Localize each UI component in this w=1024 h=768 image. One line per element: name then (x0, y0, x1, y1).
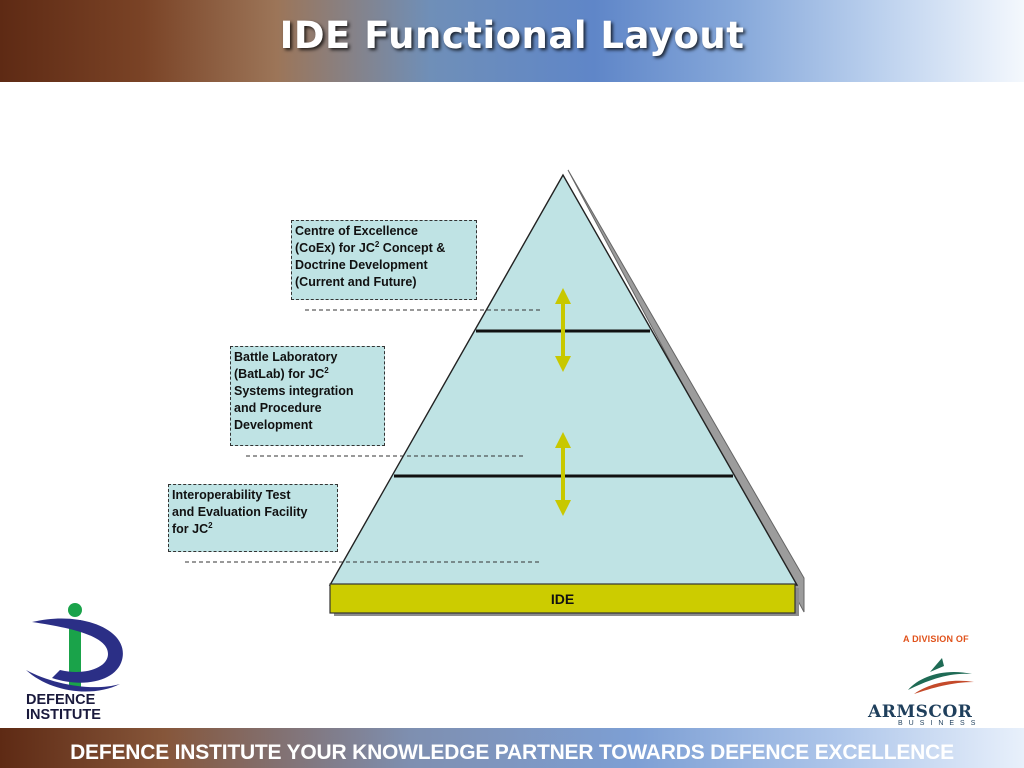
title-banner: IDE Functional Layout (0, 0, 1024, 82)
coex-line-1: Centre of Excellence (295, 224, 418, 238)
armscor-subtitle: BUSINESS (898, 720, 982, 727)
coex-box: Centre of Excellence (CoEx) for JC2 Conc… (291, 220, 477, 300)
coex-line-2: (CoEx) for JC2 Concept & (295, 239, 446, 255)
base-label: IDE (550, 591, 575, 607)
division-label: A DIVISION OF (903, 634, 969, 644)
coex-line-4: (Current and Future) (295, 275, 417, 289)
batlab-line-2: (BatLab) for JC2 (234, 365, 329, 381)
armscor-logo-icon (908, 658, 974, 694)
footer-slogan: DEFENCE INSTITUTE YOUR KNOWLEDGE PARTNER… (70, 741, 954, 764)
defence-institute-logo-icon (26, 603, 123, 692)
slide-title: IDE Functional Layout (279, 14, 745, 57)
coex-line-3: Doctrine Development (295, 258, 428, 272)
batlab-line-3: Systems integration (234, 384, 354, 398)
batlab-line-1: Battle Laboratory (234, 350, 338, 364)
base-bar (329, 583, 796, 614)
interop-line-1: Interoperability Test (172, 488, 291, 502)
interop-box: Interoperability Test and Evaluation Fac… (168, 484, 338, 552)
defence-institute-wordmark: DEFENCE INSTITUTE (26, 692, 101, 723)
interop-line-3: for JC2 (172, 520, 213, 536)
footer-banner: DEFENCE INSTITUTE YOUR KNOWLEDGE PARTNER… (0, 728, 1024, 768)
interop-line-2: and Evaluation Facility (172, 505, 308, 519)
batlab-box: Battle Laboratory (BatLab) for JC2 Syste… (230, 346, 385, 446)
armscor-wordmark: ARMSCOR (868, 702, 973, 722)
batlab-line-4: and Procedure (234, 401, 322, 415)
batlab-line-5: Development (234, 418, 313, 432)
